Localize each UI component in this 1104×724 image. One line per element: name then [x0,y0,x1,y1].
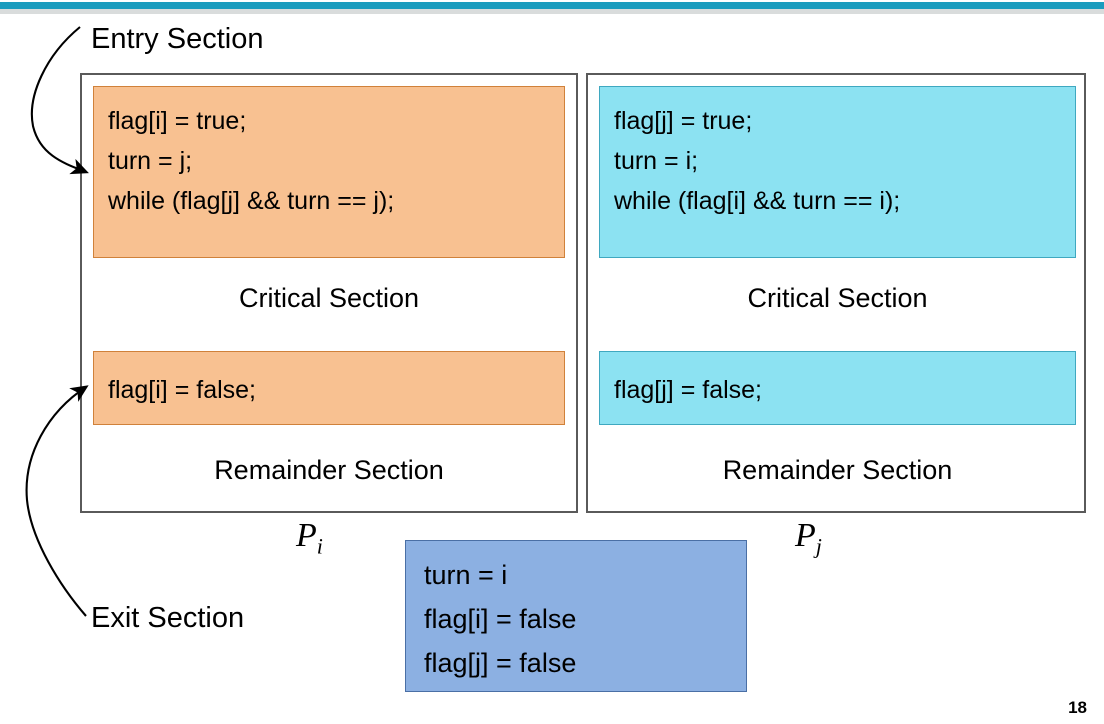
entry-code-block-i: flag[i] = true; turn = j; while (flag[j]… [93,86,565,258]
remainder-section-label-j: Remainder Section [722,455,953,485]
exit-section-arrow [25,385,89,617]
entry-code-block-j: flag[j] = true; turn = i; while (flag[i]… [599,86,1076,258]
entry-section-arrow [30,26,89,175]
top-accent-bar [0,2,1104,9]
process-name-i-letter: P [296,517,317,554]
top-secondary-bar [0,9,1104,14]
critical-section-label-i: Critical Section [238,283,420,313]
critical-section-label-j: Critical Section [747,283,928,313]
entry-section-label: Entry Section [91,23,264,55]
process-name-j-subscript: j [815,533,822,559]
shared-state-box: turn = i flag[i] = false flag[j] = false [405,540,747,692]
exit-section-label: Exit Section [91,602,245,634]
page-number: 18 [1068,698,1087,717]
exit-code-block-i: flag[i] = false; [93,351,565,425]
process-name-j: Pj [795,517,822,560]
remainder-section-label-i: Remainder Section [214,455,444,485]
process-name-i-subscript: i [316,533,323,559]
process-name-i: Pi [296,517,323,560]
exit-code-block-j: flag[j] = false; [599,351,1076,425]
process-name-j-letter: P [795,517,816,554]
